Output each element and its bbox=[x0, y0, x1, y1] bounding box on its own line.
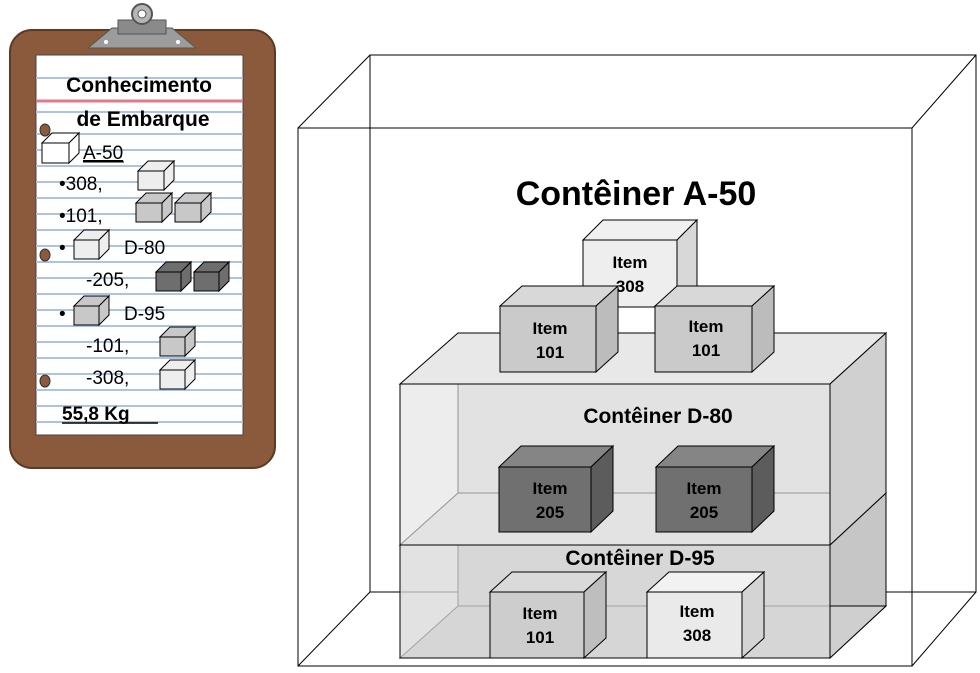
clipboard-bullet: • bbox=[59, 304, 66, 325]
clipboard-line-101b: -101, bbox=[86, 336, 129, 357]
box-icon-a50 bbox=[40, 131, 81, 165]
item-d95-right-line1: Item bbox=[680, 602, 715, 621]
box-icon-light bbox=[136, 159, 176, 192]
item-d95-left-line2: 101 bbox=[526, 628, 554, 647]
clip-icon bbox=[86, 3, 198, 49]
item-box-d80-right-205 bbox=[654, 444, 776, 534]
clipboard-line-101: •101, bbox=[59, 206, 103, 227]
box-icon-mid bbox=[173, 191, 213, 224]
item-box-d95-right-308 bbox=[645, 570, 766, 660]
item-mid-right-line1: Item bbox=[689, 317, 724, 336]
clipboard-line-308: •308, bbox=[59, 174, 103, 195]
item-d80-left-line2: 205 bbox=[536, 503, 564, 522]
paper-ruled-lines bbox=[36, 77, 243, 423]
box-icon-light bbox=[72, 228, 111, 261]
item-top-line2: 308 bbox=[616, 277, 644, 296]
box-icon-mid bbox=[158, 325, 197, 358]
clipboard-line-d80: D-80 bbox=[124, 238, 165, 259]
clipboard-bullet: • bbox=[59, 238, 66, 259]
clipboard-weight: 55,8 Kg bbox=[62, 404, 130, 425]
item-mid-left-line1: Item bbox=[533, 319, 568, 338]
item-mid-right-line2: 101 bbox=[692, 341, 720, 360]
box-icon-dark bbox=[192, 260, 231, 293]
item-box-mid-right-101 bbox=[653, 284, 776, 374]
item-d95-right-line2: 308 bbox=[683, 626, 711, 645]
box-icon-mid bbox=[72, 294, 111, 327]
item-d80-right-line1: Item bbox=[687, 479, 722, 498]
item-box-mid-left-101 bbox=[498, 284, 620, 374]
container-d80-label: Contêiner D-80 bbox=[583, 405, 732, 428]
container-a50-label: Contêiner A-50 bbox=[516, 175, 757, 213]
binder-hole bbox=[39, 123, 51, 137]
clipboard-title-1: Conhecimento bbox=[66, 74, 212, 97]
container-d80 bbox=[398, 331, 888, 547]
clipboard-title-2: de Embarque bbox=[76, 108, 209, 131]
item-box-d95-left-101 bbox=[488, 570, 608, 660]
item-top-line1: Item bbox=[613, 253, 648, 272]
box-icon-dark bbox=[154, 260, 193, 293]
clipboard-line-308b: -308, bbox=[86, 368, 129, 389]
box-icon-mid bbox=[134, 191, 174, 224]
clipboard-line-d95: D-95 bbox=[124, 304, 165, 325]
item-d80-left-line1: Item bbox=[533, 479, 568, 498]
item-d95-left-line1: Item bbox=[523, 604, 558, 623]
item-box-d80-left-205 bbox=[497, 444, 615, 534]
clipboard-line-205: -205, bbox=[86, 270, 129, 291]
item-d80-right-line2: 205 bbox=[690, 503, 718, 522]
binder-hole bbox=[39, 248, 51, 262]
item-mid-left-line2: 101 bbox=[536, 343, 564, 362]
binder-hole bbox=[39, 374, 51, 388]
box-icon-light bbox=[158, 358, 197, 391]
clipboard-line-a50: A-50 bbox=[83, 143, 123, 164]
container-a50-front bbox=[297, 127, 913, 667]
clipboard: Conhecimento de Embarque A-50 •308, •101… bbox=[9, 3, 276, 469]
container-d95-label: Contêiner D-95 bbox=[565, 547, 715, 570]
